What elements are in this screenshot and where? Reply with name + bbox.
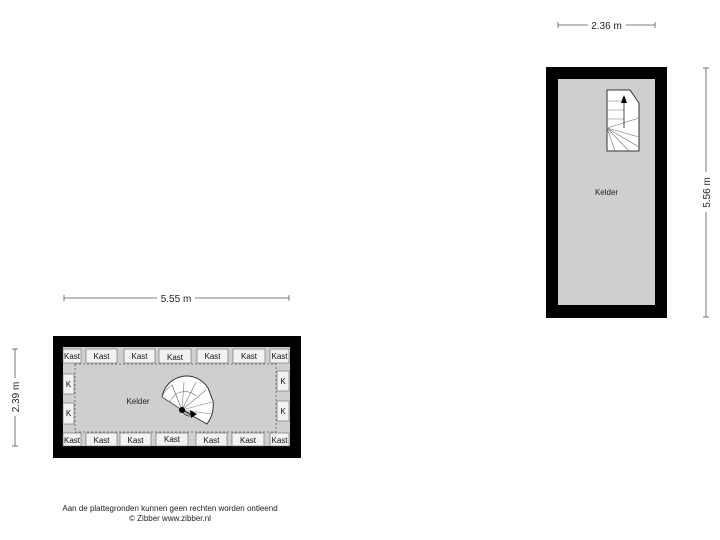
cabinet-boundary bbox=[74, 363, 277, 433]
cabinet-row-bottom: Kast Kast Kast Kast Kast Kast Kast bbox=[62, 432, 290, 447]
cabinet bbox=[195, 432, 228, 447]
cabinet bbox=[62, 348, 82, 364]
cabinet bbox=[155, 432, 189, 447]
side-cabinet bbox=[62, 402, 75, 425]
plan-basement-small: 2.36 m 5.56 m Kelder bbox=[546, 19, 713, 318]
cabinet bbox=[231, 432, 265, 447]
side-cabinet-label: K bbox=[280, 407, 286, 416]
dimension-label-width-large: 5.55 m bbox=[161, 294, 192, 305]
side-cabinet bbox=[62, 373, 75, 395]
side-cabinet-label: K bbox=[280, 377, 286, 386]
side-cabinet bbox=[276, 400, 290, 422]
cabinet bbox=[232, 348, 266, 364]
cabinet bbox=[158, 348, 192, 364]
cabinet bbox=[85, 348, 118, 364]
dimension-width-large: 5.55 m bbox=[63, 292, 290, 305]
cabinet bbox=[196, 348, 229, 364]
cabinet-label: Kast bbox=[241, 352, 258, 361]
cabinet-label: Kast bbox=[131, 352, 148, 361]
dimension-height-large: 2.39 m bbox=[9, 348, 22, 447]
cabinet-label: Kast bbox=[167, 353, 184, 362]
cabinet-label: Kast bbox=[271, 436, 288, 445]
cabinet bbox=[269, 348, 290, 364]
dimension-height-small: 5.56 m bbox=[700, 67, 713, 318]
footer-copyright: © Zibber www.zibber.nl bbox=[129, 514, 211, 523]
cabinet-label: Kast bbox=[93, 436, 110, 445]
room-label-kelder-small: Kelder bbox=[595, 188, 618, 197]
stair-icon-small bbox=[606, 89, 640, 152]
room-label-kelder-large: Kelder bbox=[126, 397, 149, 406]
cabinet-label: Kast bbox=[240, 436, 257, 445]
plan-basement-large: 5.55 m 2.39 m Kast Kast Kast Kast Kast bbox=[9, 292, 301, 458]
cabinet-column-left: K K bbox=[62, 373, 75, 425]
cabinet bbox=[62, 432, 82, 447]
side-cabinet-label: K bbox=[66, 409, 72, 418]
cabinet-label: Kast bbox=[64, 436, 81, 445]
cabinet-label: Kast bbox=[93, 352, 110, 361]
stair-direction-arrow-small bbox=[621, 95, 627, 103]
spiral-stair-center bbox=[179, 407, 185, 413]
cabinet bbox=[123, 348, 156, 364]
dimension-width-small: 2.36 m bbox=[557, 19, 656, 32]
cabinet-label: Kast bbox=[204, 352, 221, 361]
cabinet-label: Kast bbox=[127, 436, 144, 445]
footer-disclaimer: Aan de plattegronden kunnen geen rechten… bbox=[62, 504, 278, 513]
spiral-stair-icon bbox=[161, 375, 214, 425]
cabinet bbox=[119, 432, 152, 447]
dimension-label-width-small: 2.36 m bbox=[591, 21, 622, 32]
cabinet-label: Kast bbox=[64, 352, 81, 361]
cabinet-row-top: Kast Kast Kast Kast Kast Kast Kast bbox=[62, 348, 290, 364]
cabinet-label: Kast bbox=[203, 436, 220, 445]
spiral-stair-direction-arrow bbox=[190, 410, 197, 418]
cabinet bbox=[269, 432, 290, 447]
cabinet-column-right: K K bbox=[276, 370, 290, 422]
dimension-label-height-large: 2.39 m bbox=[11, 382, 22, 413]
side-cabinet-label: K bbox=[66, 380, 72, 389]
side-cabinet bbox=[276, 370, 290, 392]
cabinet-label: Kast bbox=[164, 435, 181, 444]
cabinet-label: Kast bbox=[271, 352, 288, 361]
cabinet bbox=[85, 432, 118, 447]
dimension-label-height-small: 5.56 m bbox=[702, 177, 713, 208]
